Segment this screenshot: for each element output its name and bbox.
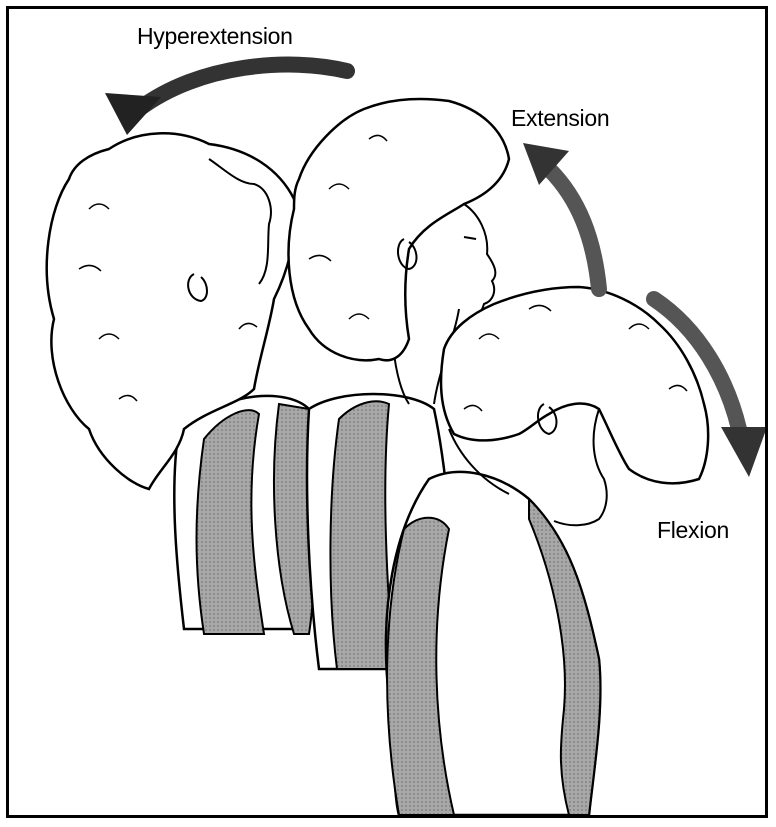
figure-extension-eye	[464, 237, 476, 239]
neck-motion-illustration	[9, 9, 765, 815]
extension-arrow	[549, 169, 599, 289]
extension-label: Extension	[511, 105, 609, 132]
figure-hyperextension	[47, 133, 315, 634]
hyperextension-arrowhead	[105, 93, 161, 135]
figure-flexion	[386, 287, 708, 815]
hyperextension-label: Hyperextension	[137, 23, 293, 50]
hyperextension-arrow	[139, 65, 347, 109]
figure-flexion-face	[554, 409, 607, 525]
flexion-arrowhead	[721, 427, 765, 477]
diagram-frame: Hyperextension Extension Flexion	[6, 6, 768, 818]
figure-extension-shirt	[330, 401, 394, 669]
flexion-label: Flexion	[657, 517, 729, 544]
